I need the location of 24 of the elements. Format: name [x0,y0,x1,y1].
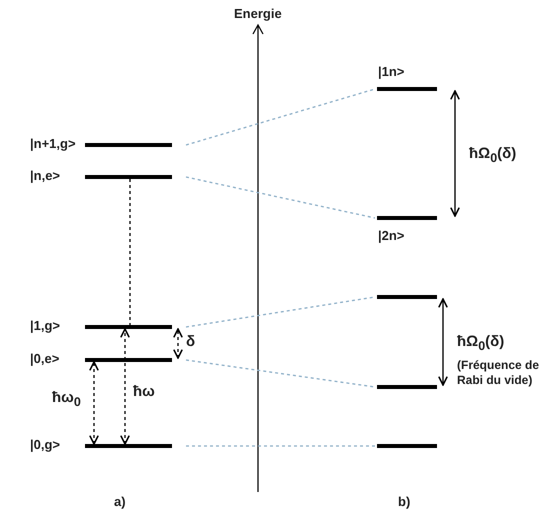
state-label: |0,e> [30,351,60,366]
double-arrow [438,298,448,386]
connector-line [186,88,376,146]
double-arrow [120,328,130,445]
state-label: |1n> [378,64,404,79]
state-label: |n+1,g> [30,136,76,151]
connector-line [186,176,376,219]
state-label: |0,g> [30,437,60,452]
panel-label: a) [114,494,126,509]
note-text: (Fréquence de Rabi du vide) [457,358,540,388]
connector-line [186,359,376,388]
double-arrow [173,328,183,359]
connector-line [129,179,131,325]
double-arrow [89,361,99,445]
state-label: |1,g> [30,318,60,333]
state-label: |n,e> [30,168,60,183]
edge-label: δ [186,334,196,349]
axis-label: Energie [234,6,282,21]
connector-line [186,445,375,447]
state-label: |2n> [378,228,404,243]
panel-label: b) [398,494,410,509]
connector-line [186,296,376,328]
double-arrow [450,90,460,217]
edge-label: ħω [133,384,155,399]
